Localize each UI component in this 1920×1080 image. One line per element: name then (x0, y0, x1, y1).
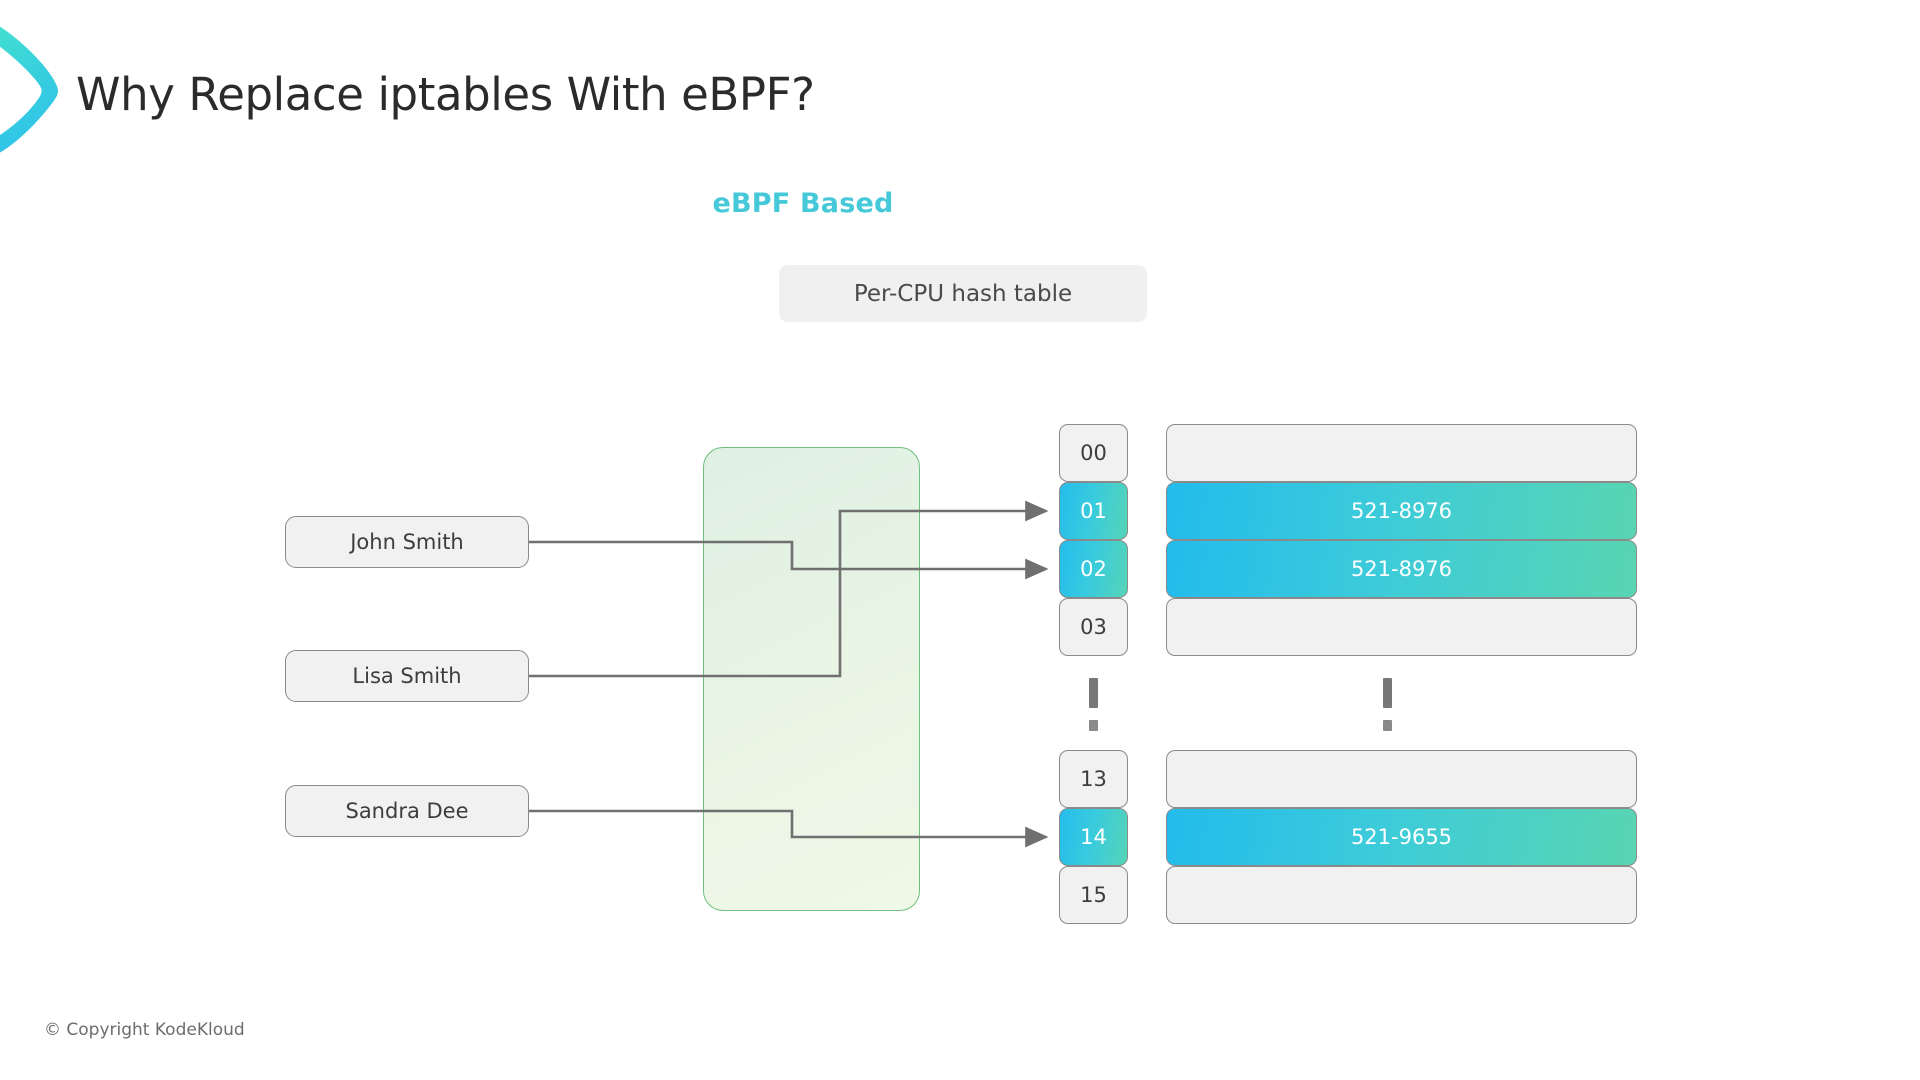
bucket-index-02: 02 (1059, 540, 1128, 598)
ellipsis-bar-short (1383, 720, 1392, 731)
bucket-value-03 (1166, 598, 1637, 656)
chevron-right-icon (0, 18, 62, 158)
bucket-index-label: 02 (1080, 557, 1107, 581)
bucket-index-label: 03 (1080, 615, 1107, 639)
section-heading-text: eBPF Based (712, 188, 894, 219)
footer-copyright: © Copyright KodeKloud (44, 1020, 245, 1040)
ellipsis-bar-long (1383, 678, 1392, 708)
bucket-index-01: 01 (1059, 482, 1128, 540)
bucket-value-02: 521-8976 (1166, 540, 1637, 598)
bucket-value-label: 521-8976 (1350, 499, 1453, 523)
bucket-index-label: 14 (1080, 825, 1107, 849)
bucket-value-15 (1166, 866, 1637, 924)
page-title: Why Replace iptables With eBPF? (76, 68, 815, 121)
bucket-value-13 (1166, 750, 1637, 808)
bucket-index-14: 14 (1059, 808, 1128, 866)
key-label: Lisa Smith (352, 664, 462, 688)
bucket-index-label: 15 (1080, 883, 1107, 907)
value-column-vertical-ellipsis-icon (1383, 678, 1393, 731)
bucket-value-00 (1166, 424, 1637, 482)
bucket-index-00: 00 (1059, 424, 1128, 482)
key-box-sandra-dee: Sandra Dee (285, 785, 529, 837)
subtitle-pill-label: Per-CPU hash table (853, 280, 1073, 307)
index-column-vertical-ellipsis-icon (1089, 678, 1099, 731)
ellipsis-bar-long (1089, 678, 1098, 708)
bucket-value-14: 521-9655 (1166, 808, 1637, 866)
hash-function-box (703, 447, 920, 911)
bucket-index-03: 03 (1059, 598, 1128, 656)
subtitle-pill: Per-CPU hash table (779, 265, 1147, 322)
key-label: John Smith (350, 530, 464, 554)
bucket-value-label: 521-8976 (1350, 557, 1453, 581)
bucket-value-label: 521-9655 (1350, 825, 1453, 849)
key-box-john-smith: John Smith (285, 516, 529, 568)
bucket-index-label: 01 (1080, 499, 1107, 523)
bucket-index-label: 00 (1080, 441, 1107, 465)
key-box-lisa-smith: Lisa Smith (285, 650, 529, 702)
bucket-value-01: 521-8976 (1166, 482, 1637, 540)
bucket-index-13: 13 (1059, 750, 1128, 808)
bucket-index-label: 13 (1080, 767, 1107, 791)
key-label: Sandra Dee (345, 799, 469, 823)
bucket-index-15: 15 (1059, 866, 1128, 924)
section-heading: eBPF Based (0, 188, 1920, 219)
ellipsis-bar-short (1089, 720, 1098, 731)
